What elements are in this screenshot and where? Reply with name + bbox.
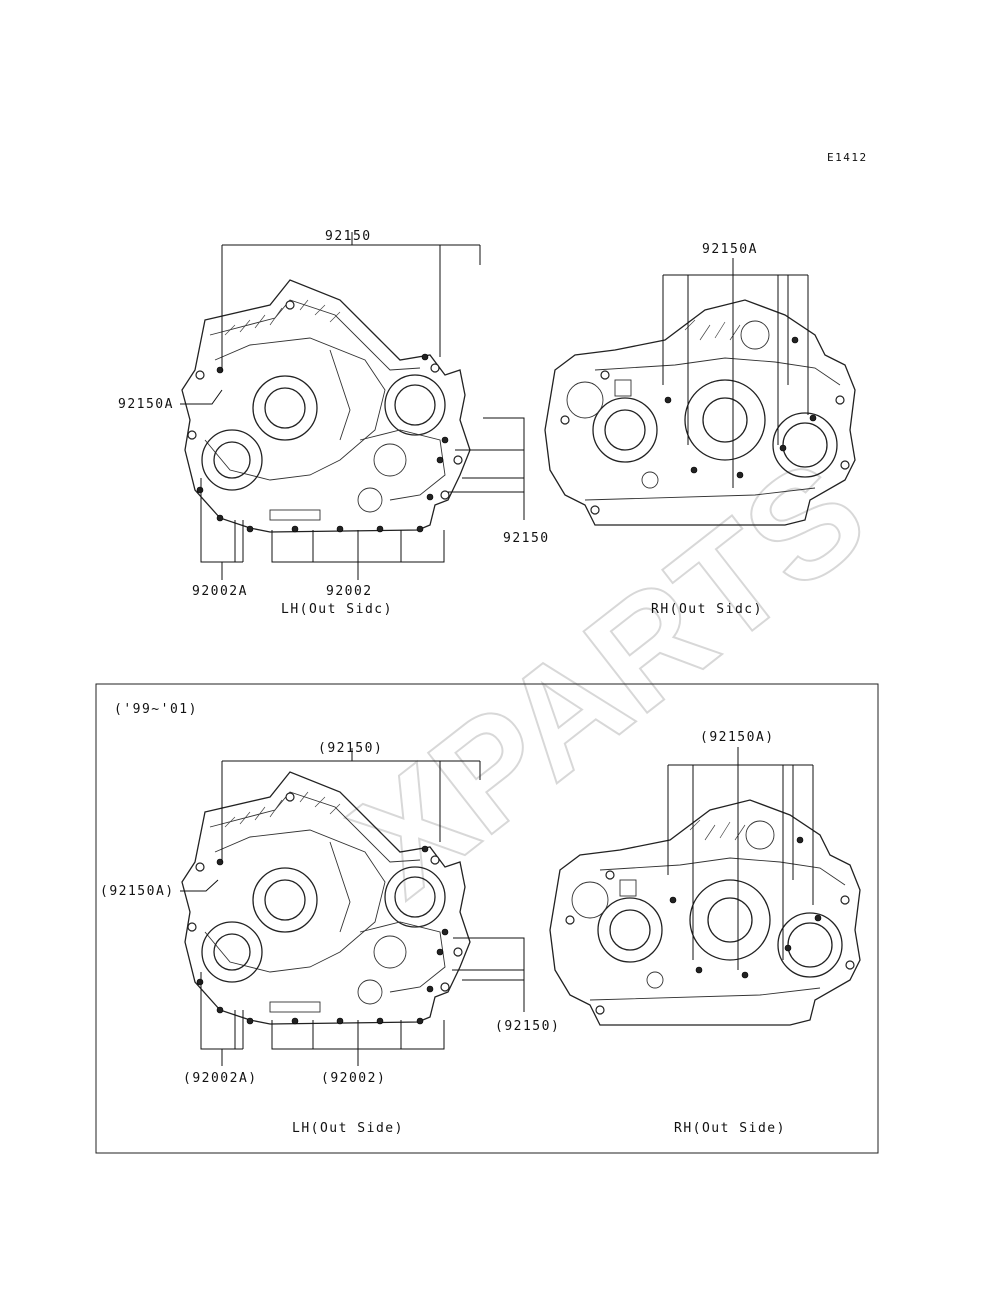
bottom-section: ('99~'01) (92150) (92150A) (92150) (9200…	[100, 702, 861, 1136]
top-lh-callout-92150-right[interactable]: 92150	[503, 531, 550, 546]
top-section: 92150 92150A 92150 92002A 92002 LH(Out S…	[118, 229, 856, 617]
bottom-lh-leader-right	[452, 937, 525, 1012]
bottom-rh-caption: RH(Out Side)	[674, 1121, 786, 1136]
bottom-lh-callout-92150-top[interactable]: (92150)	[318, 741, 383, 756]
top-rh-leader-top	[662, 258, 809, 488]
bottom-lh-callout-92002[interactable]: (92002)	[321, 1071, 386, 1086]
bottom-lh-callout-92150A-left[interactable]: (92150A)	[100, 884, 175, 899]
bottom-lh-leader-92002A	[200, 972, 244, 1066]
top-lh-leader-left	[180, 389, 223, 405]
diagram-code: E1412	[827, 151, 868, 164]
top-rh-caption: RH(Out Sidc)	[651, 602, 763, 617]
bottom-year-range: ('99~'01)	[114, 702, 198, 717]
bottom-rh-leader-top	[667, 747, 814, 970]
top-rh-callout-92150A[interactable]: 92150A	[702, 242, 758, 257]
bottom-lh-callout-92150-right[interactable]: (92150)	[495, 1019, 560, 1034]
bottom-lh-leader-top	[221, 748, 481, 862]
bottom-lh-leader-left	[180, 879, 219, 892]
top-lh-callout-92150A-left[interactable]: 92150A	[118, 397, 174, 412]
bottom-lh-callout-92002A[interactable]: (92002A)	[183, 1071, 258, 1086]
top-lh-callout-92002[interactable]: 92002	[326, 584, 373, 599]
top-lh-crankcase-drawing	[181, 279, 471, 533]
bottom-section-frame	[95, 683, 879, 1154]
top-lh-leader-92002A	[200, 478, 244, 580]
top-lh-leader-right	[448, 417, 525, 520]
bottom-rh-callout-92150A[interactable]: (92150A)	[700, 730, 775, 745]
bottom-lh-caption: LH(Out Side)	[292, 1121, 404, 1136]
top-lh-callout-92150-top[interactable]: 92150	[325, 229, 372, 244]
top-lh-caption: LH(Out Sidc)	[281, 602, 393, 617]
top-lh-leader-92002	[271, 530, 445, 580]
top-lh-callout-92002A[interactable]: 92002A	[192, 584, 248, 599]
top-lh-leader-top	[221, 232, 481, 372]
bottom-lh-leader-92002	[271, 1020, 445, 1066]
